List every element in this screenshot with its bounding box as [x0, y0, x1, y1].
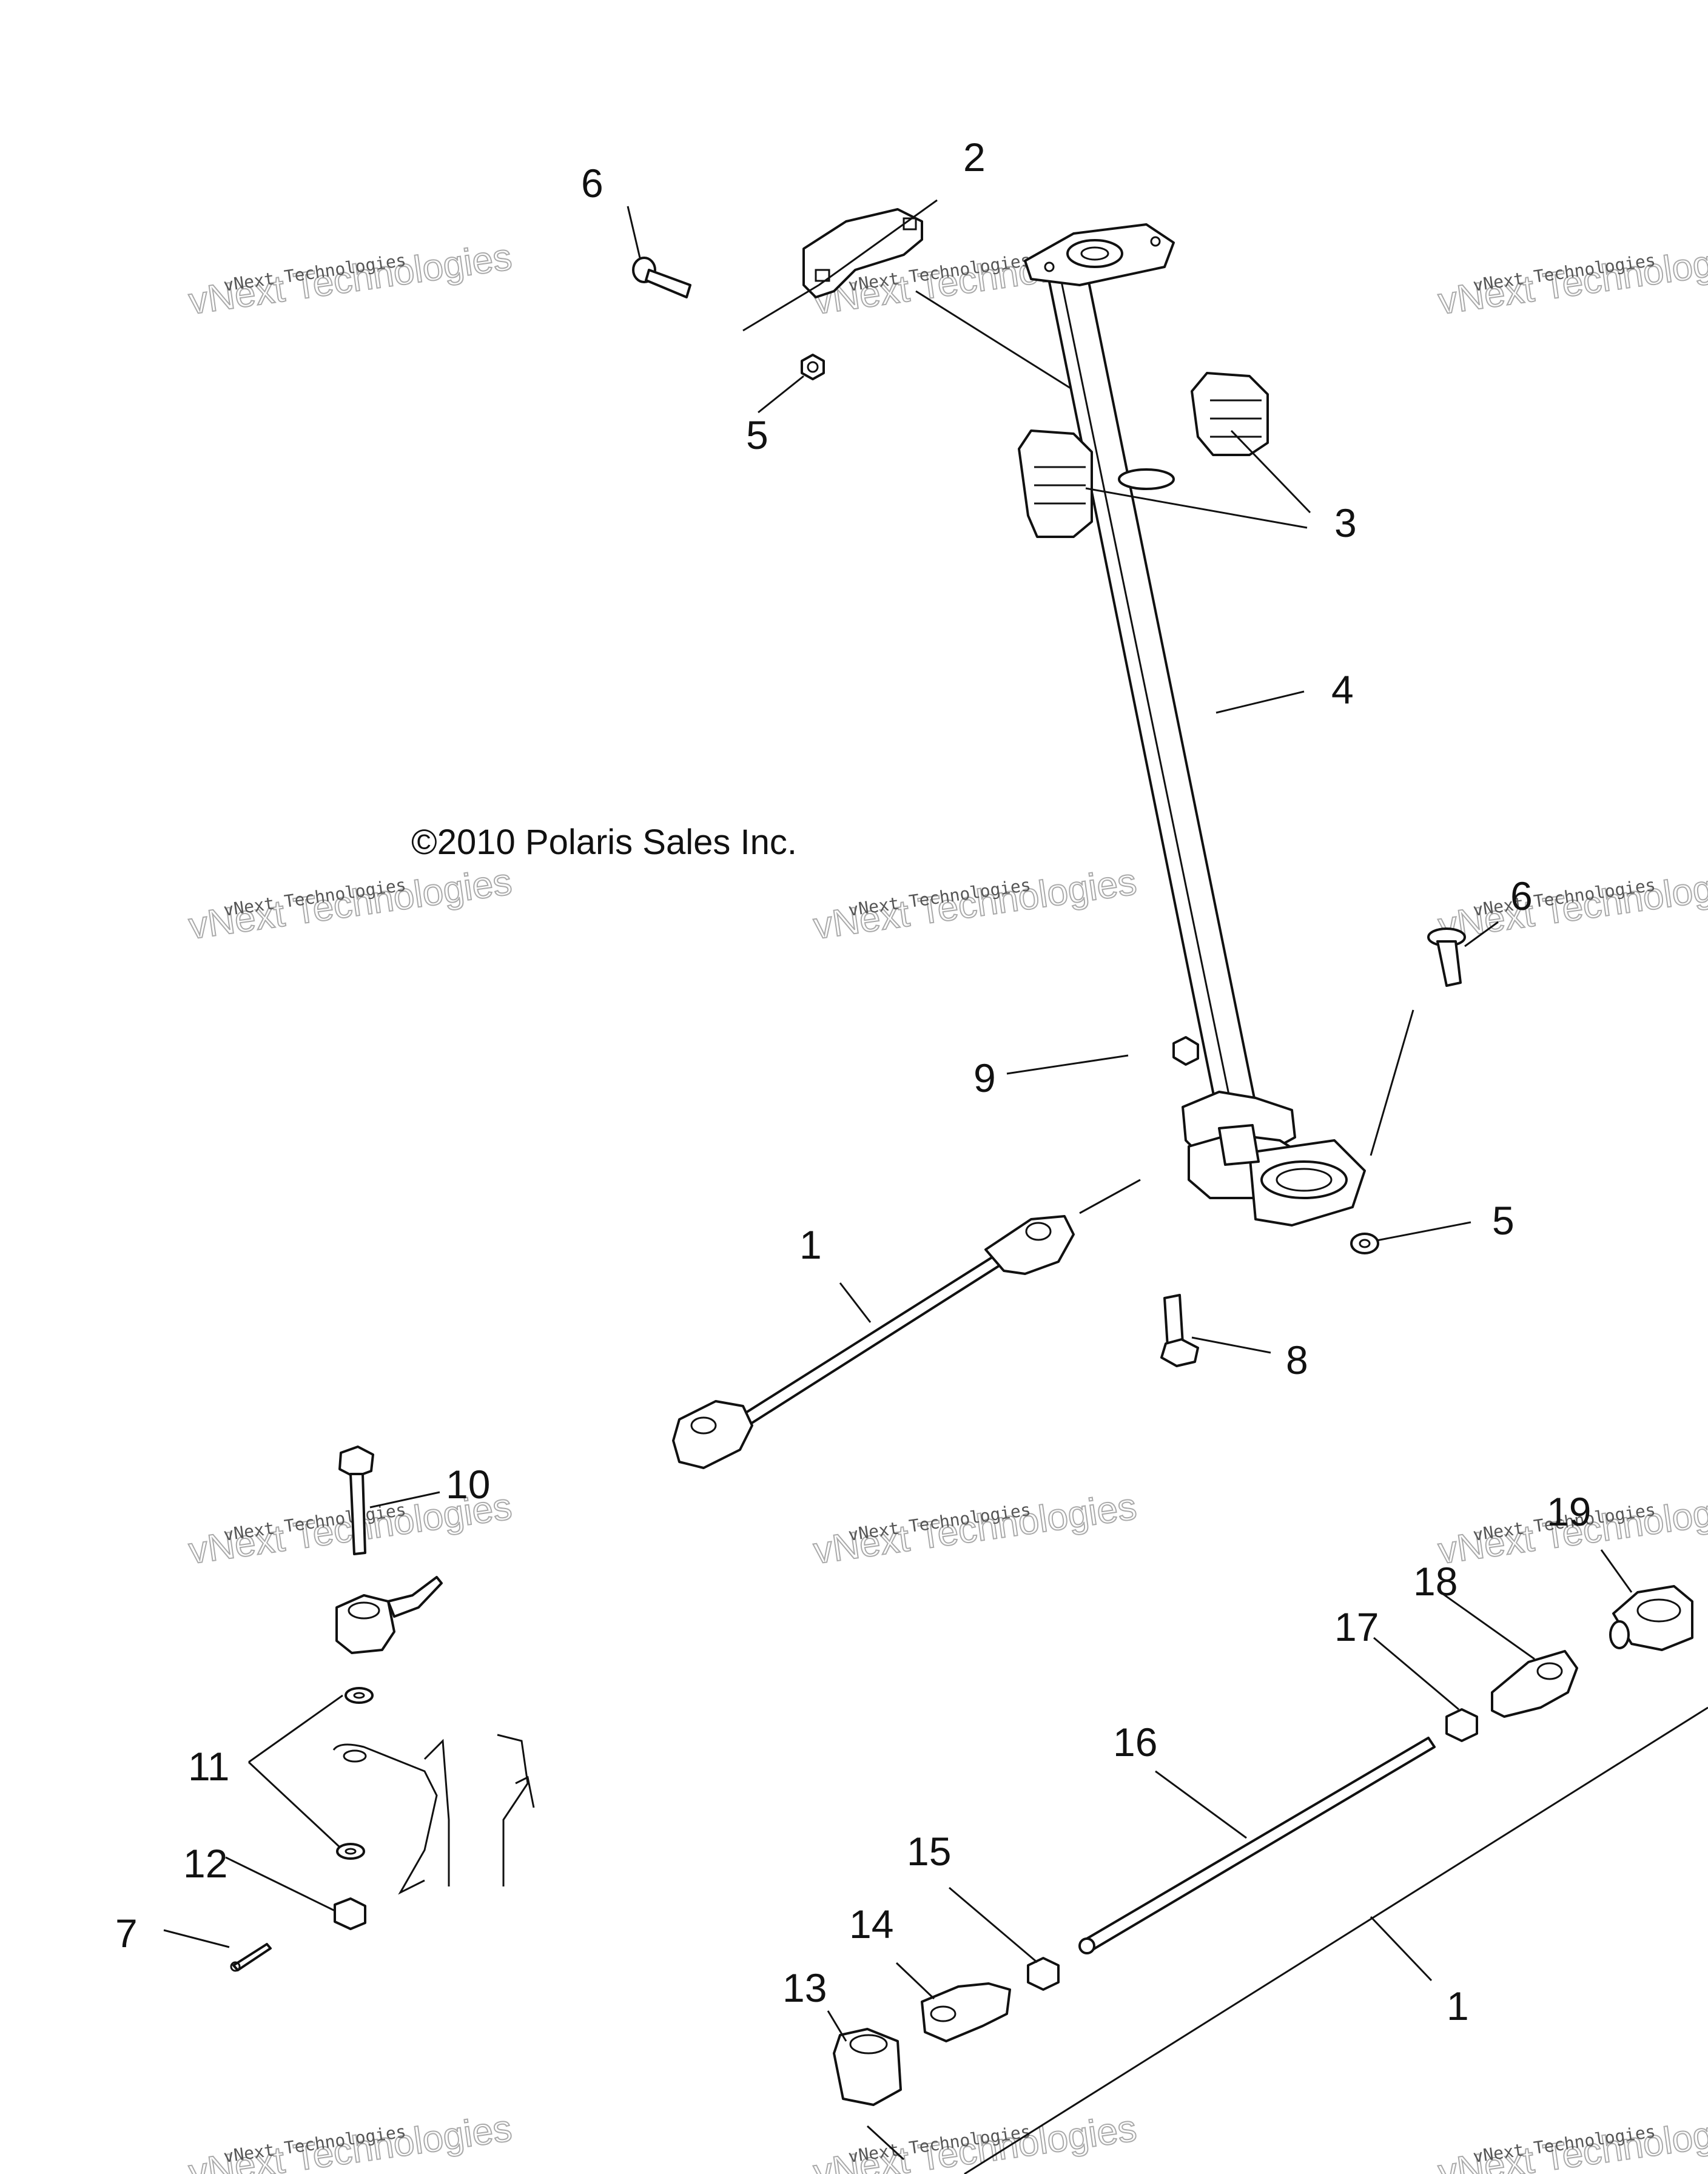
nut-part-5-right — [1350, 1233, 1379, 1254]
steering-column — [1024, 223, 1366, 1227]
callout-19: 19 — [1547, 1489, 1591, 1534]
tie-rod-assembly-lower — [833, 1585, 1693, 2106]
bolt-part-6-top — [632, 257, 691, 298]
callout-14: 14 — [849, 1902, 893, 1947]
watermark: vNext Technologies vNext Technologies — [810, 2107, 1140, 2174]
watermark: vNext Technologies vNext Technologies — [1435, 860, 1708, 948]
tie-rod-part-1 — [672, 1215, 1075, 1469]
callout-2: 2 — [963, 135, 986, 180]
callout-labels: 6 2 5 3 4 6 9 5 1 8 10 11 12 7 19 18 17 … — [115, 135, 1591, 2028]
bolt-part-8 — [1160, 1294, 1199, 1367]
washer-part-11 — [336, 1687, 374, 1860]
callout-8: 8 — [1286, 1338, 1308, 1382]
callout-9: 9 — [973, 1055, 996, 1100]
callout-12: 12 — [183, 1841, 227, 1886]
copyright-text: ©2010 Polaris Sales Inc. — [411, 823, 797, 862]
callout-1: 1 — [1447, 1984, 1469, 2028]
leader-lines — [163, 199, 1708, 2174]
callout-7: 7 — [115, 1911, 138, 1956]
callout-10: 10 — [446, 1462, 490, 1507]
callout-5: 5 — [746, 412, 768, 457]
callout-18: 18 — [1413, 1559, 1458, 1604]
bolt-part-6-right — [1427, 927, 1466, 987]
callout-17: 17 — [1334, 1604, 1379, 1649]
watermark: vNext Technologies vNext Technologies — [186, 235, 515, 323]
callout-1: 1 — [799, 1222, 822, 1267]
watermark: vNext Technologies vNext Technologies — [810, 1485, 1140, 1573]
callout-13: 13 — [782, 1965, 827, 2010]
callout-16: 16 — [1113, 1720, 1157, 1765]
callout-4: 4 — [1331, 667, 1354, 712]
watermark: vNext Technologies vNext Technologies — [1435, 2107, 1708, 2174]
callout-5: 5 — [1492, 1198, 1515, 1243]
watermark: vNext Technologies vNext Technologies — [1435, 235, 1708, 323]
nut-part-5-top — [801, 354, 825, 380]
bolt-part-10 — [338, 1445, 374, 1555]
callout-11: 11 — [188, 1744, 230, 1789]
watermark: vNext Technologies vNext Technologies — [186, 860, 515, 948]
nut-part-12 — [334, 1897, 366, 1930]
nut-part-9 — [1172, 1036, 1199, 1066]
knuckle-assembly — [332, 1576, 535, 1895]
cotter-pin-part-7 — [230, 1943, 272, 1972]
watermark: vNext Technologies vNext Technologies — [810, 860, 1140, 948]
watermark: vNext Technologies vNext Technologies — [186, 2107, 515, 2174]
callout-15: 15 — [907, 1829, 951, 1874]
callout-3: 3 — [1334, 500, 1357, 545]
watermarks: vNext Technologies vNext Technologies vN… — [186, 235, 1708, 2174]
callout-6: 6 — [581, 161, 604, 206]
bushing-part-3 — [1018, 372, 1269, 538]
callout-6: 6 — [1510, 873, 1533, 918]
